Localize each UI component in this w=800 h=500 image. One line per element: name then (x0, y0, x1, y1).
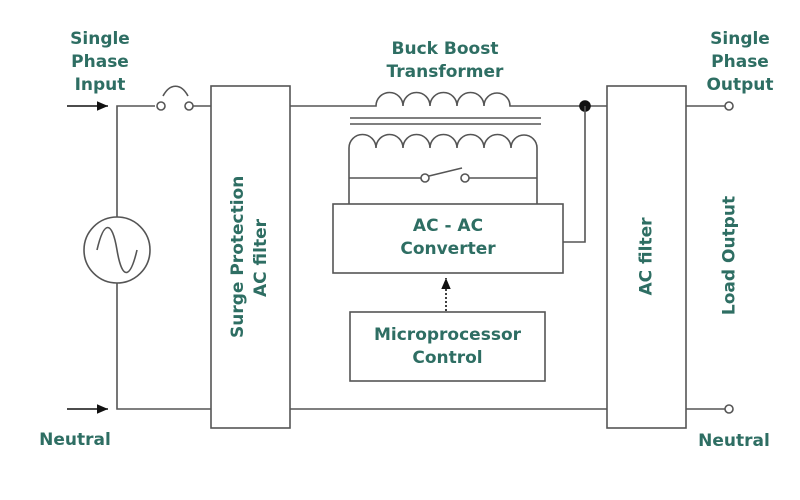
surge-protection-box (210, 85, 291, 429)
ac-source-icon (83, 216, 151, 284)
transformer-label-line: Transformer (386, 62, 504, 82)
fuse-terminal (184, 101, 194, 111)
converter-label-line: Converter (400, 239, 496, 259)
micro-label-line: Microprocessor (373, 325, 522, 345)
input-label-line: Single (70, 29, 130, 49)
input-label-line: Input (74, 75, 126, 95)
input-label-line: Phase (71, 52, 129, 72)
transformer-label: Buck Boost Transformer (370, 38, 520, 84)
neutral-output-terminal (724, 404, 734, 414)
switch-terminal (420, 173, 430, 183)
switch-icon (428, 167, 463, 177)
neutral-left-label: Neutral (39, 430, 111, 450)
converter-label: AC - AC Converter (333, 215, 563, 261)
surge-label-line: Surge Protection (228, 175, 248, 338)
fuse-terminal (156, 101, 166, 111)
fuse-icon (162, 85, 189, 97)
surge-protection-label: Surge Protection AC filter (227, 175, 273, 338)
converter-label-line: AC - AC (412, 216, 484, 236)
output-label-line: Single (710, 29, 770, 49)
output-label: Single Phase Output (690, 28, 790, 97)
input-label: Single Phase Input (50, 28, 150, 97)
microprocessor-box (349, 311, 546, 382)
micro-label-line: Control (412, 348, 483, 368)
switch-terminal (460, 173, 470, 183)
converter-box (332, 203, 564, 274)
surge-label-line: AC filter (251, 218, 271, 298)
ac-filter-box (606, 85, 687, 429)
neutral-right-label: Neutral (698, 431, 770, 451)
output-label-line: Output (706, 75, 774, 95)
load-output-label: Load Output (719, 195, 740, 316)
output-terminal (724, 101, 734, 111)
output-label-line: Phase (711, 52, 769, 72)
ac-filter-label: AC filter (636, 217, 657, 296)
transformer-label-line: Buck Boost (391, 39, 499, 59)
microprocessor-label: Microprocessor Control (350, 324, 545, 370)
